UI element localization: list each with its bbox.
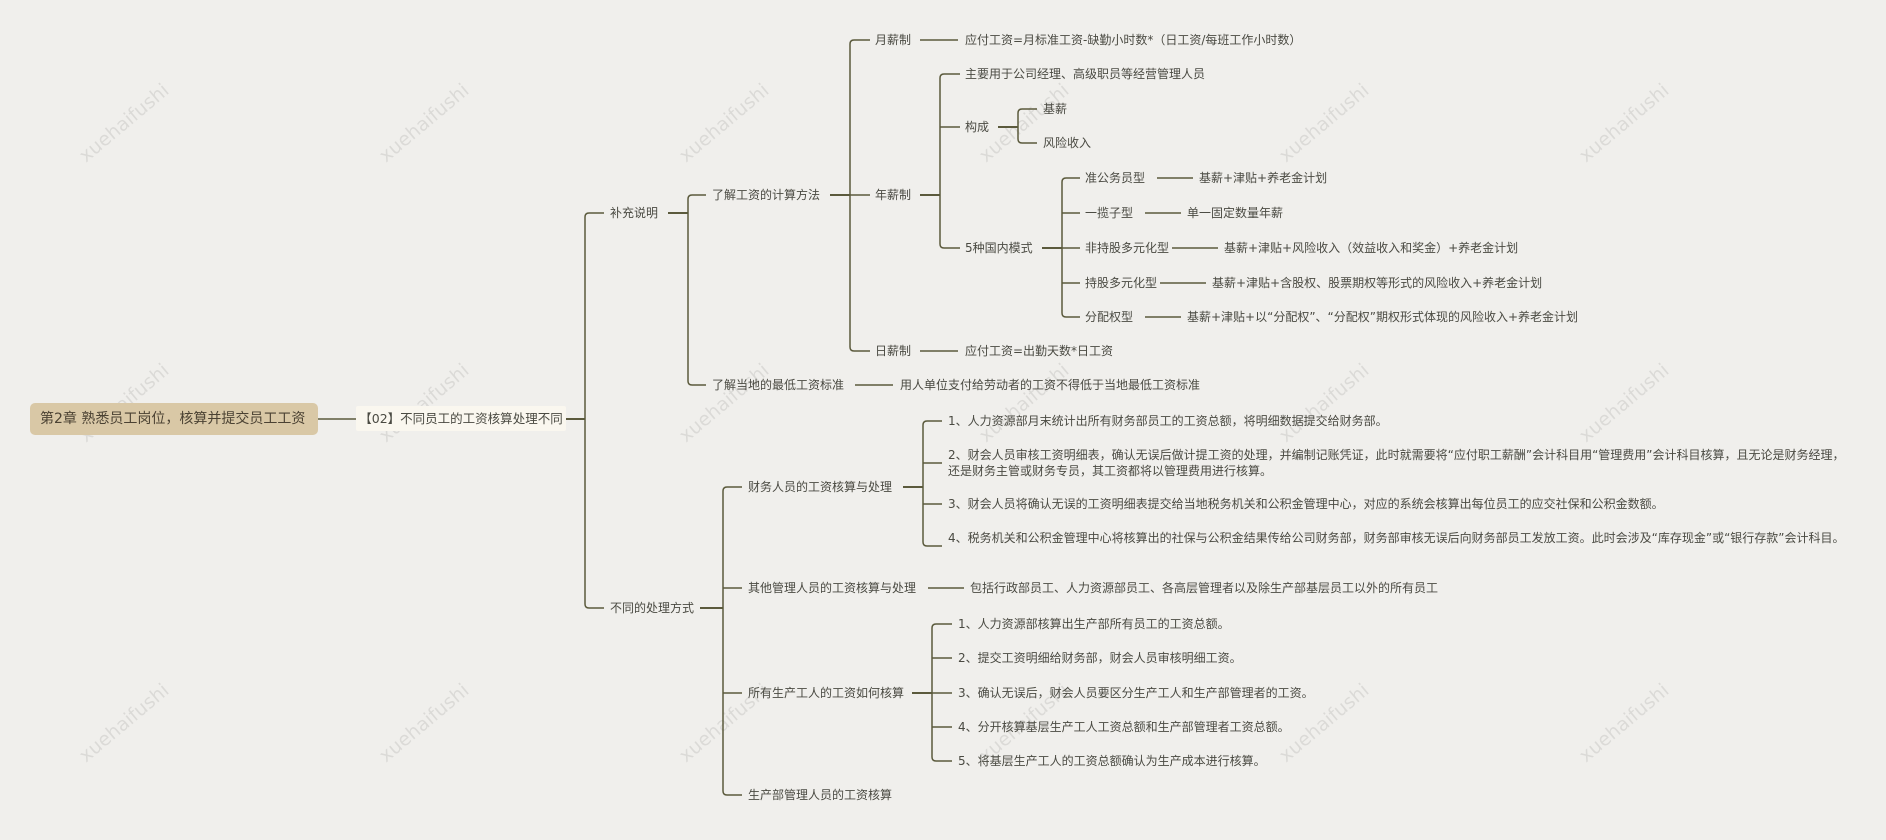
connector-line — [939, 73, 960, 79]
connector-line — [922, 541, 942, 547]
production-step[interactable]: 3、确认无误后，财会人员要区分生产工人和生产部管理者的工资。 — [958, 686, 1314, 700]
subtopic-02[interactable]: 【02】不同员工的工资核算处理不同 — [356, 406, 566, 431]
model-detail[interactable]: 单一固定数量年薪 — [1187, 206, 1284, 220]
prod-mgmt-node[interactable]: 生产部管理人员的工资核算 — [748, 788, 893, 802]
daily-detail[interactable]: 应付工资=出勤天数*日工资 — [965, 344, 1114, 358]
composition-item[interactable]: 基薪 — [1043, 102, 1068, 116]
monthly-detail[interactable]: 应付工资=月标准工资-缺勤小时数*（日工资/每班工作小时数） — [965, 33, 1302, 47]
daily-node[interactable]: 日薪制 — [875, 344, 912, 358]
model-detail[interactable]: 基薪+津贴+养老金计划 — [1199, 171, 1328, 185]
connector-line — [687, 194, 706, 200]
composition-item[interactable]: 风险收入 — [1043, 136, 1092, 150]
model-name[interactable]: 持股多元化型 — [1085, 276, 1158, 290]
connector-line — [922, 420, 942, 426]
other-mgmt-node[interactable]: 其他管理人员的工资核算与处理 — [748, 581, 917, 595]
production-node[interactable]: 所有生产工人的工资如何核算 — [748, 686, 905, 700]
connector-line — [1061, 177, 1080, 183]
connector-line — [584, 212, 604, 218]
finance-step[interactable]: 1、人力资源部月末统计出所有财务部员工的工资总额，将明细数据提交给财务部。 — [948, 414, 1388, 428]
connector-line — [584, 603, 604, 609]
connector-line — [1017, 108, 1037, 114]
connector-line — [687, 380, 706, 386]
model-detail[interactable]: 基薪+津贴+以“分配权”、“分配权”期权形式体现的风险收入+养老金计划 — [1187, 310, 1579, 324]
connector-line — [1061, 312, 1080, 318]
production-step[interactable]: 1、人力资源部核算出生产部所有员工的工资总额。 — [958, 617, 1230, 631]
models-node[interactable]: 5种国内模式 — [965, 241, 1033, 255]
model-detail[interactable]: 基薪+津贴+含股权、股票期权等形式的风险收入+养老金计划 — [1212, 276, 1543, 290]
finance-step[interactable]: 2、财会人员审核工资明细表，确认无误后做计提工资的处理，并编制记账凭证，此时就需… — [948, 448, 1845, 478]
calc-method-node[interactable]: 了解工资的计算方法 — [712, 188, 821, 202]
connector-line — [939, 243, 960, 249]
connector-line — [931, 756, 952, 762]
annual-node[interactable]: 年薪制 — [875, 188, 912, 202]
supplement-node[interactable]: 补充说明 — [610, 206, 659, 220]
finance-node[interactable]: 财务人员的工资核算与处理 — [748, 480, 893, 494]
connector-line — [931, 623, 952, 629]
production-step[interactable]: 2、提交工资明细给财务部，财会人员审核明细工资。 — [958, 651, 1242, 665]
connector-line — [722, 790, 742, 796]
connector-line — [722, 486, 742, 492]
production-step[interactable]: 5、将基层生产工人的工资总额确认为生产成本进行核算。 — [958, 754, 1266, 768]
root-topic[interactable]: 第2章 熟悉员工岗位，核算并提交员工工资 — [30, 403, 318, 435]
model-name[interactable]: 分配权型 — [1085, 310, 1134, 324]
connector-line — [849, 346, 870, 352]
model-name[interactable]: 一揽子型 — [1085, 206, 1134, 220]
finance-step[interactable]: 3、财会人员将确认无误的工资明细表提交给当地税务机关和公积金管理中心，对应的系统… — [948, 497, 1664, 511]
other-mgmt-detail[interactable]: 包括行政部员工、人力资源部员工、各高层管理者以及除生产部基层员工以外的所有员工 — [970, 581, 1439, 595]
connector-line — [849, 39, 870, 45]
annual-usage[interactable]: 主要用于公司经理、高级职员等经营管理人员 — [965, 67, 1206, 81]
production-step[interactable]: 4、分开核算基层生产工人工资总额和生产部管理者工资总额。 — [958, 720, 1290, 734]
composition-node[interactable]: 构成 — [965, 120, 990, 134]
methods-node[interactable]: 不同的处理方式 — [610, 601, 695, 615]
connector-line — [1017, 138, 1037, 144]
minwage-detail[interactable]: 用人单位支付给劳动者的工资不得低于当地最低工资标准 — [900, 378, 1201, 392]
monthly-node[interactable]: 月薪制 — [875, 33, 912, 47]
model-name[interactable]: 非持股多元化型 — [1085, 241, 1170, 255]
finance-step[interactable]: 4、税务机关和公积金管理中心将核算出的社保与公积金结果传给公司财务部，财务部审核… — [948, 531, 1845, 545]
model-name[interactable]: 准公务员型 — [1085, 171, 1146, 185]
minwage-node[interactable]: 了解当地的最低工资标准 — [712, 378, 845, 392]
model-detail[interactable]: 基薪+津贴+风险收入（效益收入和奖金）+养老金计划 — [1224, 241, 1519, 255]
